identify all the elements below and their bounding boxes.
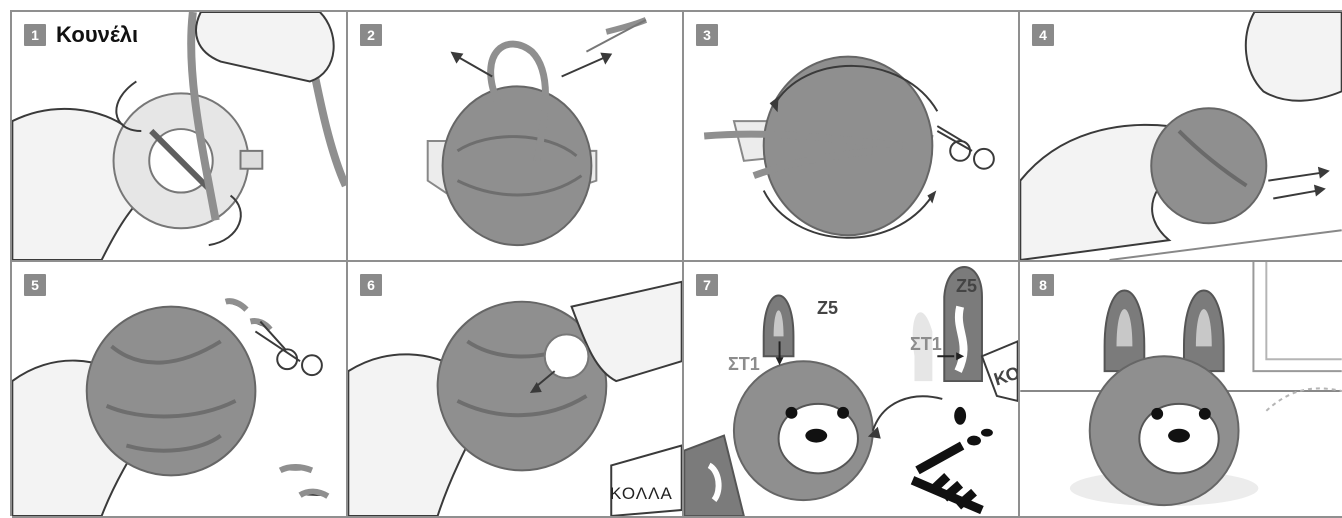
step-number-2: 2 <box>360 24 382 46</box>
part-label-backing-left: ΣΤ1 <box>728 354 760 375</box>
step-2-illustration <box>348 12 682 260</box>
step-number-8: 8 <box>1032 274 1054 296</box>
part-label-backing-right: ΣΤ1 <box>910 334 942 355</box>
step-panel-1: 1 Κουνέλι <box>12 12 348 262</box>
step-panel-7: 7 Z5 ΣΤ1 Z5 ΣΤ1 ΚΟ <box>684 262 1020 518</box>
step-panel-3: 3 <box>684 12 1020 262</box>
step-8-illustration <box>1020 262 1342 516</box>
steps-grid: 1 Κουνέλι 2 <box>10 10 1342 516</box>
step-number-6: 6 <box>360 274 382 296</box>
step-panel-4: 4 <box>1020 12 1342 262</box>
page-title: Κουνέλι <box>56 22 138 48</box>
step-5-illustration <box>12 262 346 516</box>
step-number-1: 1 <box>24 24 46 46</box>
step-panel-6: 6 ΚΟΛΛΑ <box>348 262 684 518</box>
part-label-ear-right: Z5 <box>956 276 977 297</box>
step-number-3: 3 <box>696 24 718 46</box>
step-1-illustration <box>12 12 346 260</box>
step-7-illustration <box>684 262 1018 516</box>
step-3-illustration <box>684 12 1018 260</box>
part-label-ear-left: Z5 <box>817 298 838 319</box>
step-number-4: 4 <box>1032 24 1054 46</box>
step-4-illustration <box>1020 12 1342 260</box>
step-6-illustration <box>348 262 682 516</box>
step-number-7: 7 <box>696 274 718 296</box>
step-panel-2: 2 <box>348 12 684 262</box>
glue-label: ΚΟΛΛΑ <box>610 484 673 504</box>
step-number-5: 5 <box>24 274 46 296</box>
step-panel-5: 5 <box>12 262 348 518</box>
step-panel-8: 8 <box>1020 262 1342 518</box>
